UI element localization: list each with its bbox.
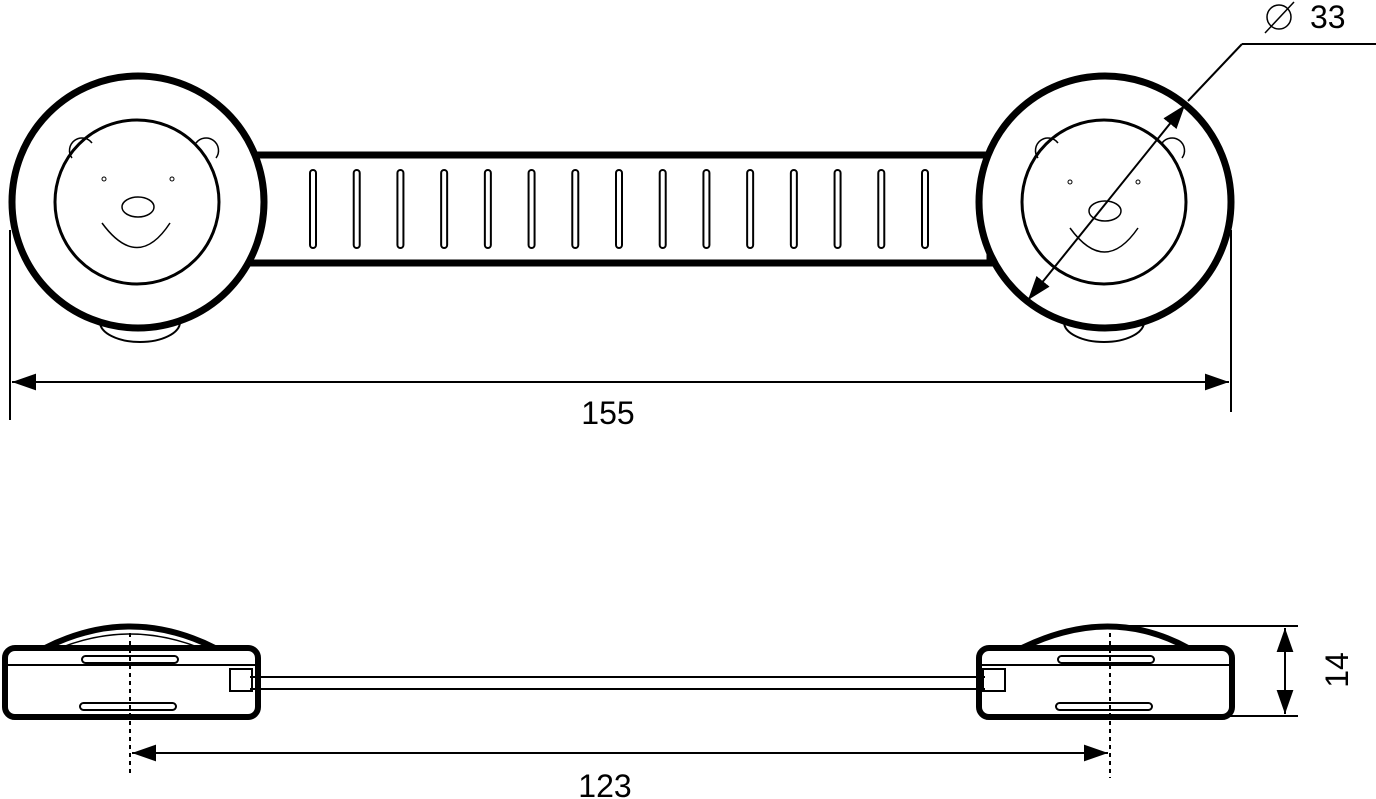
strap-slot <box>921 169 929 249</box>
strap-slot <box>658 169 667 249</box>
strap-slot <box>440 169 449 249</box>
diameter-label: 33 <box>1310 0 1346 35</box>
strap-slot <box>571 169 580 249</box>
strap-slot <box>309 169 317 249</box>
strap-slot <box>352 169 361 249</box>
right-bear-knob <box>975 72 1235 343</box>
strap-slot <box>615 169 623 249</box>
height-dimension <box>1110 625 1298 717</box>
left-body-side <box>2 623 261 720</box>
strap-slot <box>746 169 755 249</box>
diameter-dimension <box>1027 1 1376 301</box>
strap-slots <box>309 169 929 249</box>
overall-length-dimension <box>9 230 1232 420</box>
overall-length-label: 155 <box>581 395 634 431</box>
strap-slot <box>396 169 405 249</box>
strap-slot <box>789 169 798 249</box>
strap-slot <box>527 169 536 249</box>
strap-slot <box>877 169 886 249</box>
left-bear-knob <box>8 72 268 343</box>
side-view <box>2 623 1298 778</box>
height-label: 14 <box>1319 652 1355 688</box>
strap-slot <box>702 169 711 249</box>
top-view <box>8 1 1376 420</box>
strap-slot <box>483 169 492 249</box>
strap-slot <box>833 169 842 249</box>
center-distance-label: 123 <box>578 768 631 799</box>
right-body-side <box>976 623 1235 720</box>
